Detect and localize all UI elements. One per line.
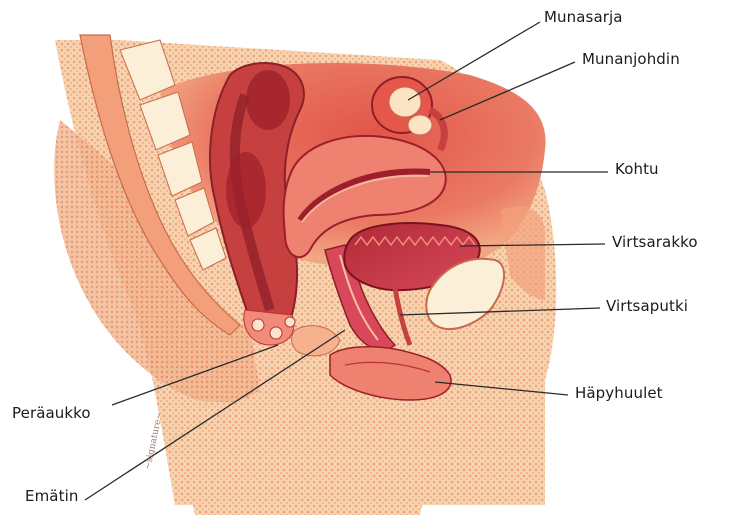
label-bladder: Virtsarakko	[612, 233, 698, 251]
label-urethra: Virtsaputki	[606, 297, 688, 315]
artist-signature: ~signature~	[143, 411, 165, 470]
label-anus: Peräaukko	[12, 404, 91, 422]
label-ovary: Munasarja	[544, 8, 623, 26]
label-labia: Häpyhuulet	[575, 384, 663, 402]
label-fallopian-tube: Munanjohdin	[582, 50, 680, 68]
ovary	[372, 77, 432, 135]
label-uterus: Kohtu	[615, 160, 659, 178]
label-vagina: Emätin	[25, 487, 78, 505]
